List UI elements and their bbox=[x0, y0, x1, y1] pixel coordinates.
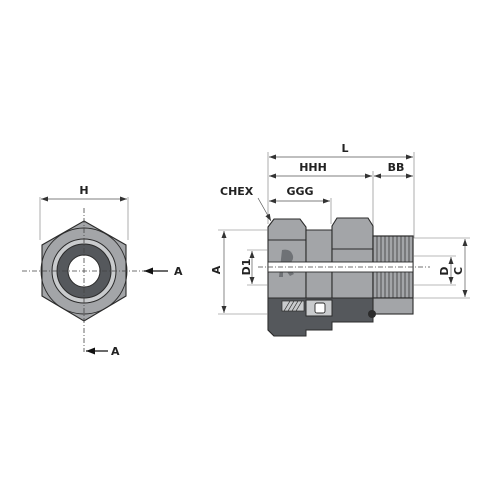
dim-label-h: H bbox=[79, 184, 88, 197]
dim-label-l: L bbox=[341, 142, 348, 155]
dim-label-ggg: GGG bbox=[286, 185, 313, 198]
ferrule-hatch bbox=[281, 300, 305, 312]
section-label-a-bottom: A bbox=[111, 345, 120, 358]
seal-ring bbox=[314, 302, 326, 314]
dim-label-bb: BB bbox=[388, 161, 405, 174]
side-view: L HHH BB GGG CHEX bbox=[210, 142, 470, 337]
dim-label-chex: CHEX bbox=[220, 185, 254, 198]
dim-label-a-side: A bbox=[210, 265, 223, 274]
dim-label-d: D bbox=[438, 266, 451, 275]
dim-label-c: C bbox=[452, 267, 465, 275]
section-label-a-right: A bbox=[174, 265, 183, 278]
body-hex bbox=[331, 217, 374, 299]
front-view: H A A bbox=[22, 184, 183, 358]
dim-label-d1: D1 bbox=[240, 259, 253, 276]
dim-label-hhh: HHH bbox=[299, 161, 327, 174]
end-seal bbox=[368, 310, 376, 318]
